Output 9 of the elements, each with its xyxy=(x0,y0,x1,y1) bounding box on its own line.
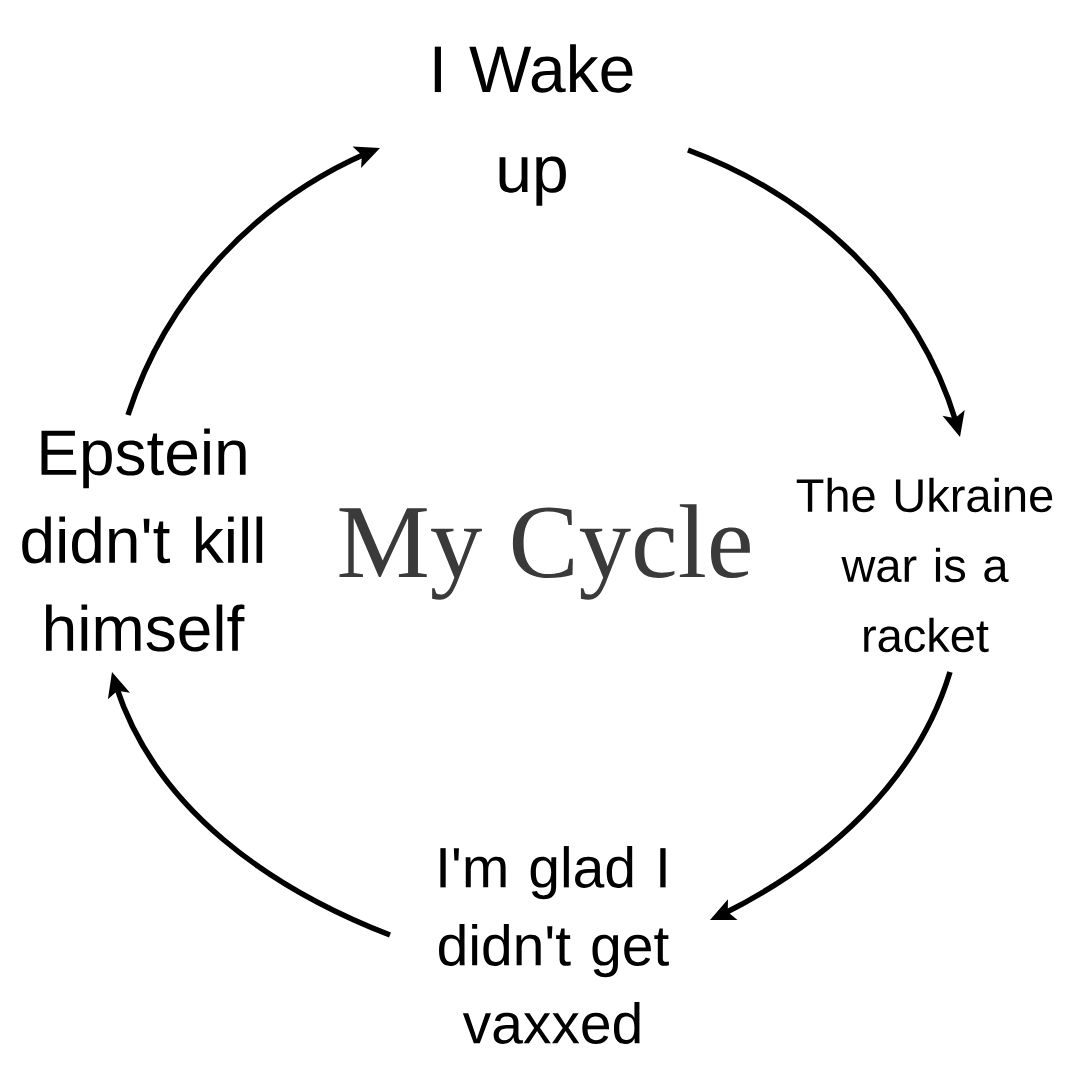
arrow xyxy=(710,671,953,921)
step-label: I'm glad I didn't get vaxxed xyxy=(439,846,669,1044)
step-label: The Ukraine war is a racket xyxy=(796,477,1053,653)
step-label: Epstein didn't kill himself xyxy=(22,428,263,652)
title: My Cycle xyxy=(339,504,750,600)
arrow xyxy=(107,672,392,938)
arrow xyxy=(686,147,965,437)
step-label: I Wake up xyxy=(434,44,633,206)
arrow xyxy=(125,146,380,416)
